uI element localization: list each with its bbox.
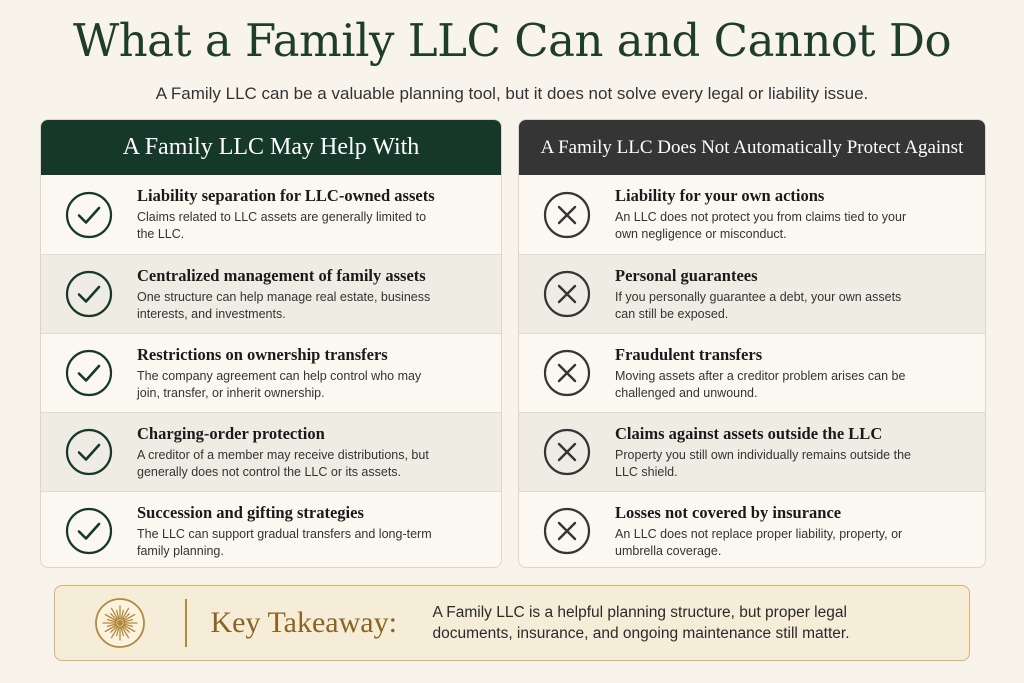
x-circle-icon — [519, 506, 615, 556]
sunburst-icon — [55, 597, 185, 649]
x-circle-icon — [519, 269, 615, 319]
check-circle-icon — [41, 269, 137, 319]
x-circle-icon — [519, 348, 615, 398]
cannot-protect-item-title: Fraudulent transfers — [615, 344, 763, 364]
cannot-protect-item-desc: If you personally guarantee a debt, your… — [615, 289, 902, 321]
cannot-protect-item: Losses not covered by insurance An LLC do… — [519, 491, 985, 567]
check-circle-icon — [41, 190, 137, 240]
x-circle-icon — [519, 190, 615, 240]
cannot-protect-item: Personal guarantees If you personally gua… — [519, 254, 985, 333]
cannot-protect-item-desc: An LLC does not protect you from claims … — [615, 210, 907, 241]
cannot-protect-item: Liability for your own actions An LLC doe… — [519, 175, 985, 254]
can-help-item-desc: One structure can help manage real estat… — [137, 289, 431, 321]
check-circle-icon — [41, 348, 137, 398]
cannot-protect-item-title: Liability for your own actions — [615, 186, 825, 205]
x-circle-icon — [519, 427, 615, 477]
page-title: What a Family LLC Can and Cannot Do — [72, 14, 952, 67]
cannot-protect-panel: A Family LLC Does Not Automatically Prot… — [518, 119, 986, 568]
can-help-item-desc: The company agreement can help control w… — [137, 368, 422, 400]
can-help-item-desc: Claims related to LLC assets are general… — [137, 210, 427, 241]
takeaway-divider — [185, 599, 187, 647]
can-help-panel: A Family LLC May Help With Liability sep… — [40, 119, 502, 568]
key-takeaway-box: Key Takeaway: A Family LLC is a helpful … — [54, 585, 970, 661]
page-subtitle: A Family LLC can be a valuable planning … — [155, 84, 869, 103]
can-help-item-title: Centralized management of family assets — [137, 265, 426, 285]
cannot-protect-item-desc: Property you still own individually rema… — [615, 447, 911, 479]
can-help-item-desc: A creditor of a member may receive distr… — [137, 447, 429, 479]
can-help-item-title: Restrictions on ownership transfers — [137, 344, 388, 364]
can-help-item-title: Charging-order protection — [137, 423, 325, 443]
check-circle-icon — [41, 506, 137, 556]
can-help-item: Charging-order protection A creditor of a… — [41, 412, 501, 491]
can-help-item-title: Liability separation for LLC-owned asset… — [137, 186, 435, 205]
cannot-protect-item-title: Personal guarantees — [615, 265, 758, 285]
cannot-protect-item-title: Losses not covered by insurance — [615, 502, 842, 522]
cannot-protect-item-desc: Moving assets after a creditor problem a… — [615, 368, 906, 400]
can-help-header: A Family LLC May Help With — [41, 120, 501, 175]
can-help-item: Liability separation for LLC-owned asset… — [41, 175, 501, 254]
can-help-item-desc: The LLC can support gradual transfers an… — [137, 526, 432, 558]
check-circle-icon — [41, 427, 137, 477]
cannot-protect-item: Claims against assets outside the LLC Pro… — [519, 412, 985, 491]
can-help-item-title: Succession and gifting strategies — [137, 502, 364, 522]
takeaway-text: A Family LLC is a helpful planning struc… — [432, 604, 850, 642]
cannot-protect-item-title: Claims against assets outside the LLC — [615, 423, 883, 443]
takeaway-label: Key Takeaway: — [210, 606, 397, 639]
cannot-protect-item-desc: An LLC does not replace proper liability… — [615, 526, 903, 558]
cannot-protect-header: A Family LLC Does Not Automatically Prot… — [519, 120, 985, 175]
